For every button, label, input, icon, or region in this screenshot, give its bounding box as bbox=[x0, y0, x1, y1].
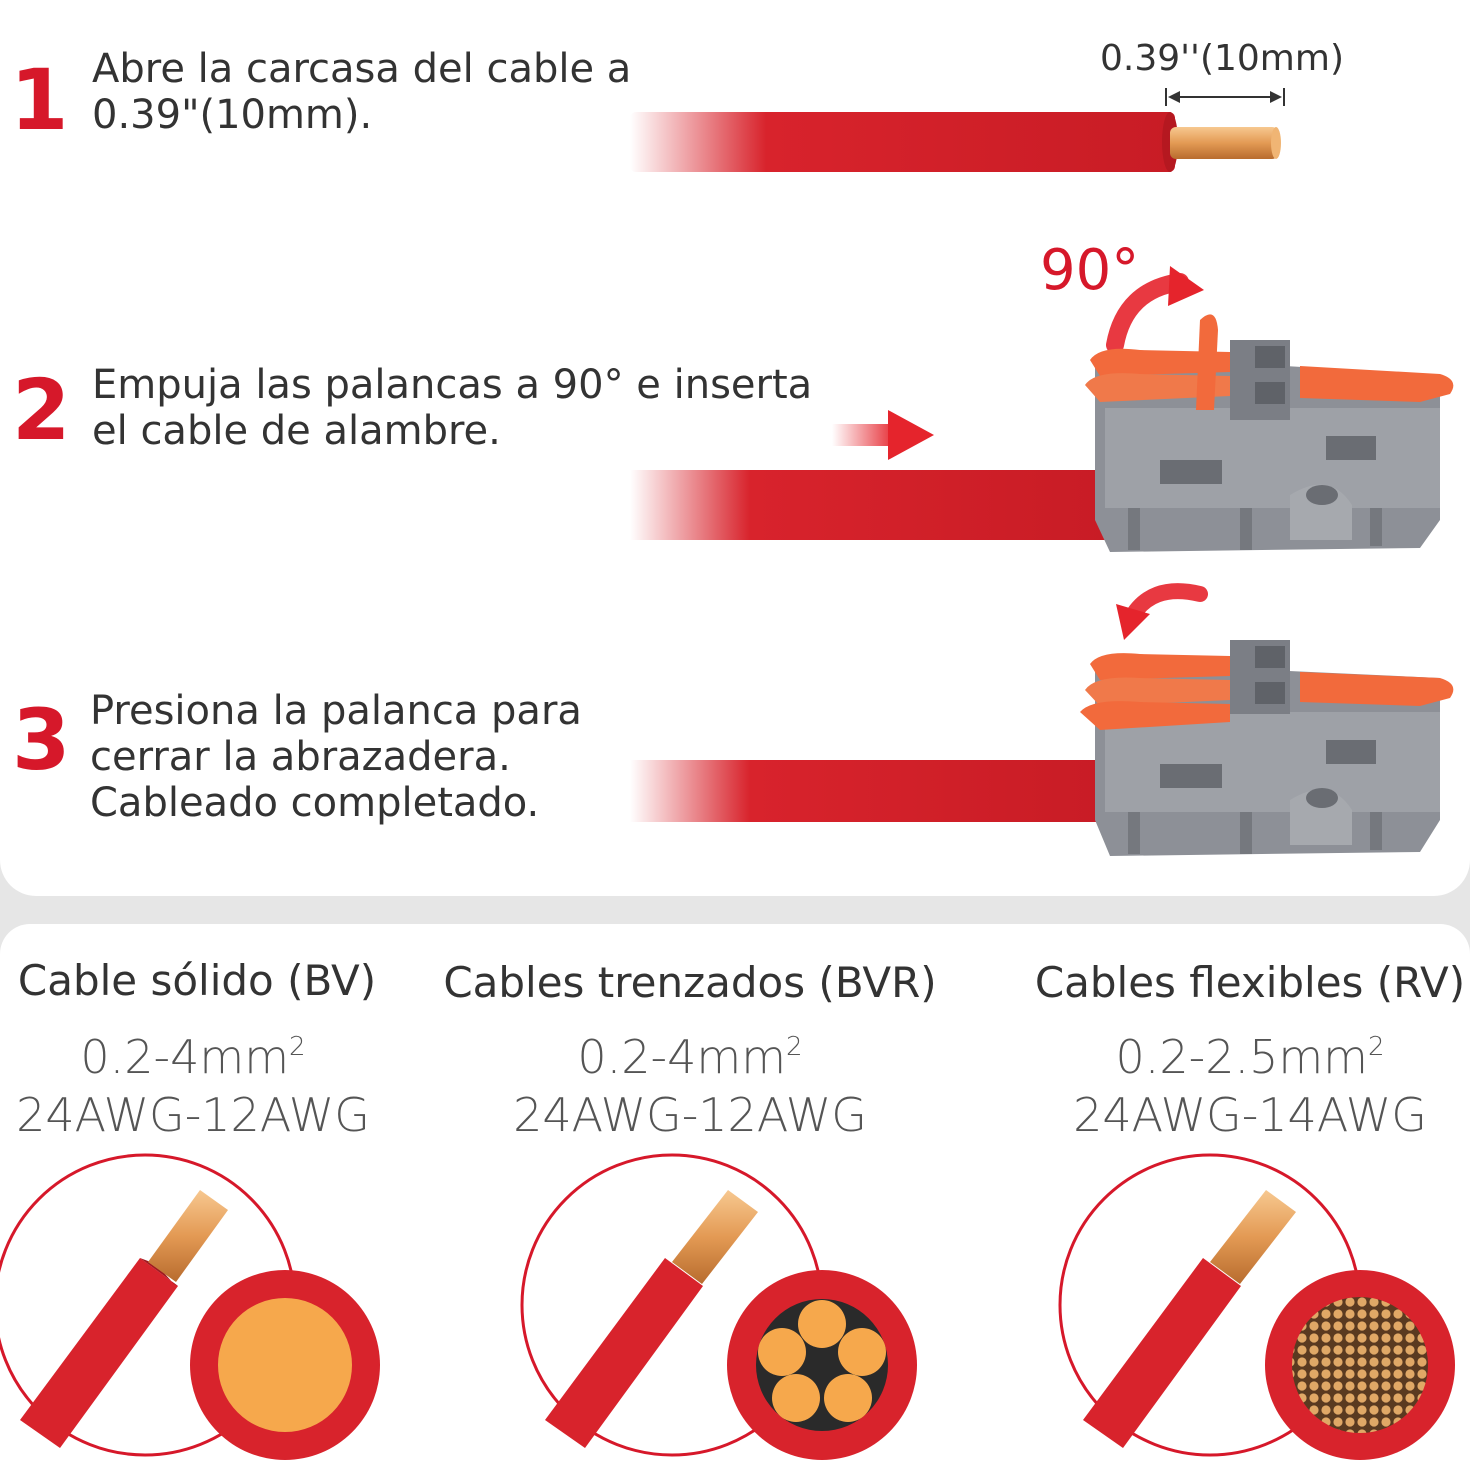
lever-angle-label: 90° bbox=[1040, 238, 1140, 303]
stripped-wire-illustration bbox=[630, 88, 1285, 172]
wire-type-2-section: 0.2-4mm bbox=[577, 1030, 787, 1084]
flexible-core-icon bbox=[1292, 1297, 1428, 1433]
solid-core-icon bbox=[218, 1298, 352, 1432]
wire-type-3-sup: 2 bbox=[1367, 1032, 1385, 1062]
open-lever-illustration bbox=[630, 266, 1454, 552]
wire-type-2-sup: 2 bbox=[786, 1032, 803, 1062]
lever-connector-closed bbox=[1080, 640, 1454, 856]
wire-type-2-title: Cables trenzados (BVR) bbox=[443, 958, 937, 1007]
wire-type-3-spec: 0.2-2.5mm2 24AWG-14AWG bbox=[990, 1018, 1470, 1144]
wire-type-3-section: 0.2-2.5mm bbox=[1115, 1030, 1368, 1084]
wire-type-1-title: Cable sólido (BV) bbox=[17, 956, 377, 1005]
wire-type-3-awg: 24AWG-14AWG bbox=[1073, 1088, 1427, 1142]
step-3-number: 3 bbox=[12, 691, 71, 789]
wire-type-1-sup: 2 bbox=[289, 1032, 306, 1062]
wire-type-2-awg: 24AWG-12AWG bbox=[513, 1088, 867, 1142]
wire-type-3-title: Cables flexibles (RV) bbox=[1034, 958, 1466, 1007]
stranded-wire-illustration bbox=[520, 1153, 917, 1460]
lever-connector-open bbox=[1085, 314, 1454, 552]
wire-type-1-spec: 0.2-4mm2 24AWG-12AWG bbox=[0, 1018, 453, 1144]
wire-type-1-awg: 24AWG-12AWG bbox=[16, 1088, 370, 1142]
step-2-text: Empuja las palancas a 90° e inserta el c… bbox=[92, 362, 813, 454]
strip-length-label: 0.39''(10mm) bbox=[1100, 38, 1344, 79]
closed-lever-illustration bbox=[630, 583, 1454, 856]
wire-type-1-section: 0.2-4mm bbox=[80, 1030, 290, 1084]
solid-wire-illustration bbox=[0, 1153, 380, 1460]
stranded-core-icon bbox=[756, 1299, 888, 1431]
wire-type-2-spec: 0.2-4mm2 24AWG-12AWG bbox=[430, 1018, 950, 1144]
step-3-text: Presiona la palanca para cerrar la abraz… bbox=[90, 688, 582, 826]
step-2-number: 2 bbox=[12, 361, 71, 459]
step-1-text: Abre la carcasa del cable a 0.39"(10mm). bbox=[92, 46, 632, 138]
flexible-wire-illustration bbox=[1058, 1153, 1455, 1460]
step-1-number: 1 bbox=[10, 51, 69, 149]
